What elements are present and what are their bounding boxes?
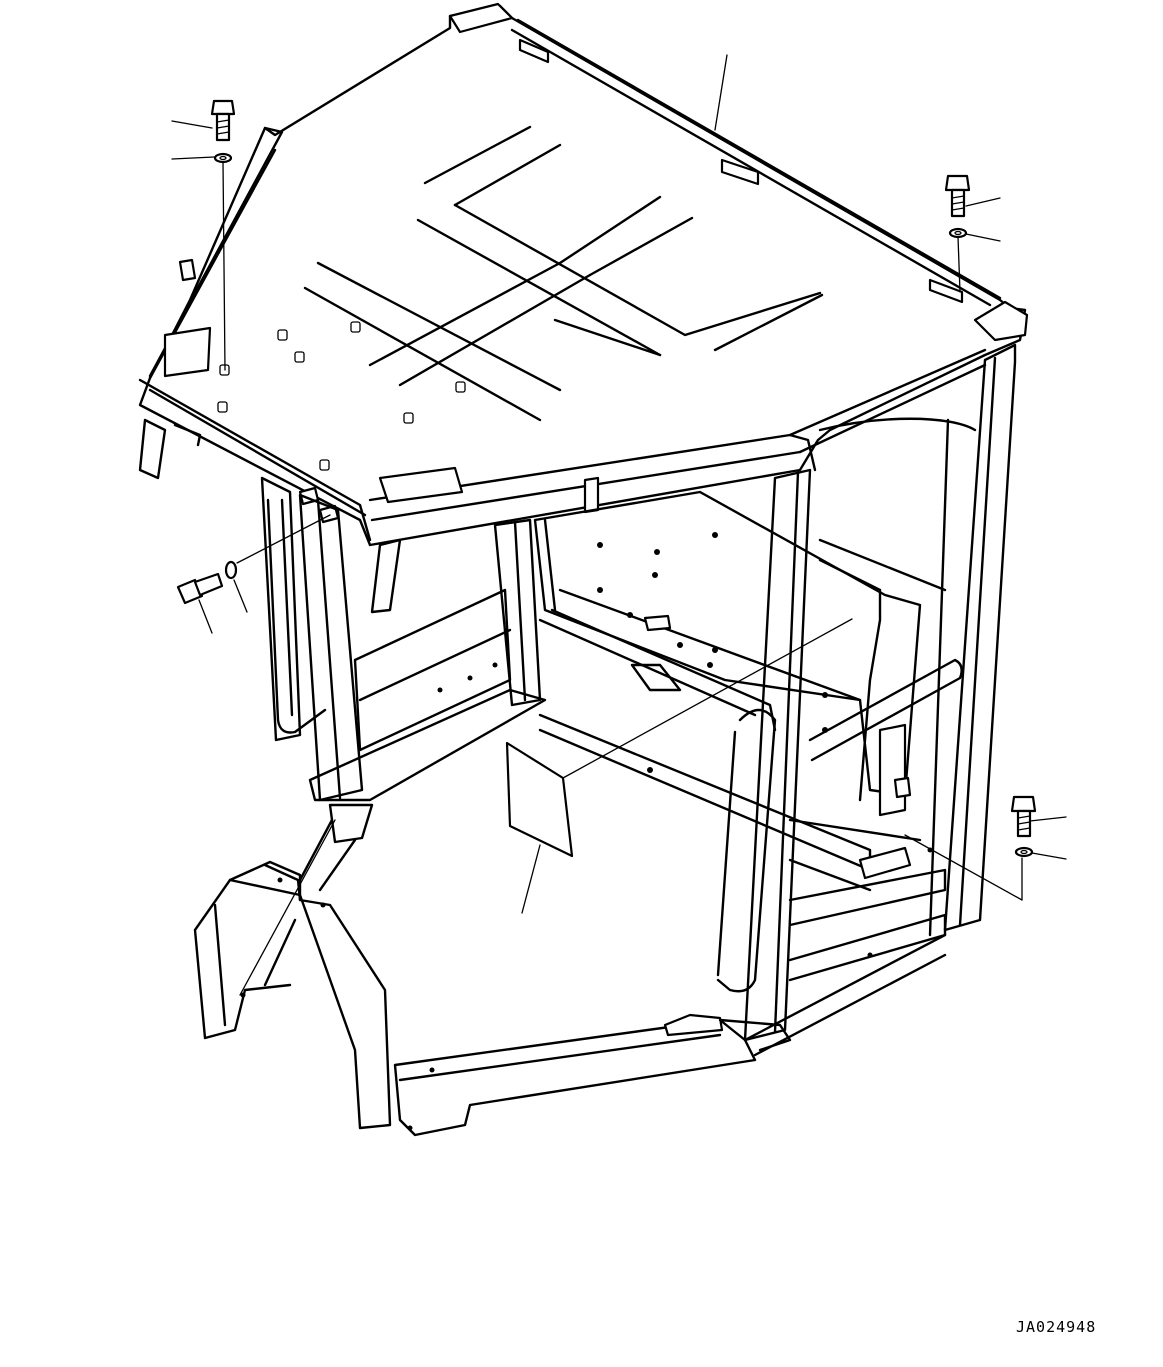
- cab-pillars: [260, 343, 1017, 1042]
- side-structure: [266, 498, 963, 993]
- roof-panel: [138, 2, 1029, 547]
- bolt-icon: [1010, 795, 1037, 838]
- rear-panel: [533, 417, 977, 817]
- washer-icon: [224, 560, 238, 580]
- bolt-icon: [944, 174, 971, 218]
- drawing-id-code: JA024948: [1016, 1318, 1097, 1336]
- floor-frame: [193, 803, 947, 1137]
- washer-icon: [213, 152, 233, 164]
- plate-icon: [505, 741, 574, 858]
- bolt-icon: [176, 572, 224, 605]
- washer-icon: [1014, 846, 1034, 858]
- bolt-icon: [210, 99, 236, 142]
- washer-icon: [948, 227, 968, 239]
- leader-lines: [171, 54, 1067, 996]
